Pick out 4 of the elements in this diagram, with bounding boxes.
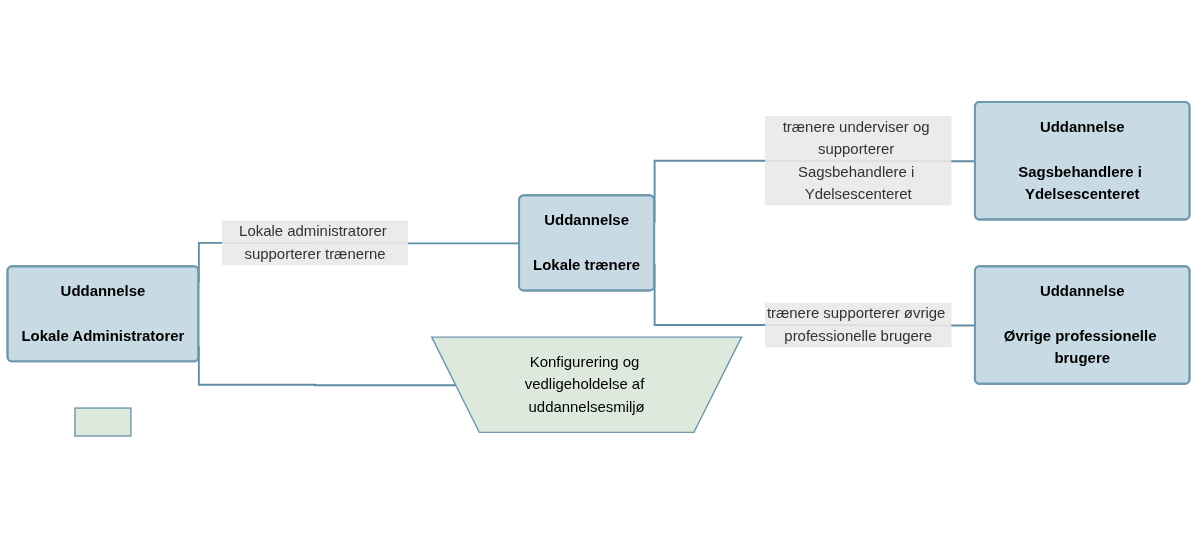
edge-label: trænere supporterer øvrige professionelle brugere [766, 305, 946, 344]
edge-label: trænere underviser og supporterer Sagsbehandlere i Ydelsescenteret [782, 118, 930, 202]
node-bar [74, 407, 132, 437]
edge-label: Lokale administratorer supporterer trænerne [239, 223, 387, 262]
